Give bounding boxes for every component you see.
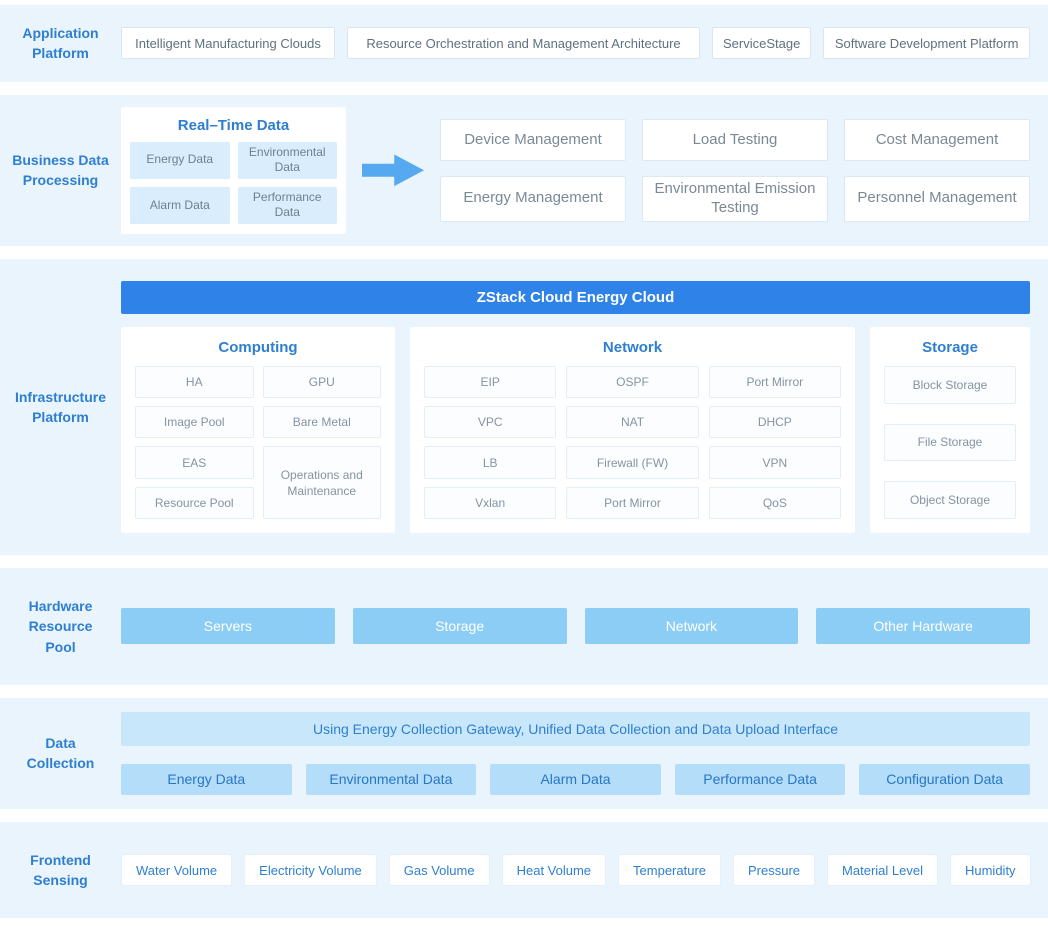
- network-item: Firewall (FW): [566, 446, 699, 479]
- network-item: OSPF: [566, 365, 699, 399]
- computing-item: Image Pool: [135, 406, 254, 439]
- storage-title: Storage: [922, 338, 978, 356]
- hardware-item: Servers: [121, 608, 335, 645]
- storage-item: Object Storage: [884, 481, 1016, 519]
- business-function-item: Cost Management: [844, 119, 1030, 162]
- network-item: EIP: [424, 365, 557, 399]
- infrastructure-platform-band: Infrastructure Platform ZStack Cloud Ene…: [0, 258, 1048, 555]
- sensing-item: Pressure: [733, 854, 816, 887]
- frontend-sensing-band: Frontend Sensing Water Volume Electricit…: [0, 821, 1048, 919]
- storage-item: File Storage: [884, 423, 1016, 462]
- realtime-data-title: Real–Time Data: [177, 116, 290, 134]
- data-collection-band: Data Collection Using Energy Collection …: [0, 697, 1048, 809]
- storage-item: Block Storage: [884, 365, 1016, 404]
- network-title: Network: [602, 338, 663, 356]
- realtime-data-item: Energy Data: [130, 141, 230, 179]
- realtime-data-item: Environmental Data: [237, 141, 337, 179]
- computing-title: Computing: [218, 338, 298, 356]
- collection-item: Energy Data: [121, 763, 292, 795]
- infrastructure-platform-label: Infrastructure Platform: [14, 388, 107, 425]
- sensing-item: Electricity Volume: [244, 854, 377, 887]
- network-item: Port Mirror: [566, 486, 699, 519]
- computing-item: EAS: [135, 446, 254, 479]
- flow-arrow-icon: [362, 154, 424, 187]
- computing-panel: Computing HA GPU Image Pool Bare Metal E…: [121, 326, 395, 533]
- application-items-row: Intelligent Manufacturing Clouds Resourc…: [121, 15, 1030, 72]
- collection-item: Performance Data: [674, 763, 846, 795]
- application-item: Resource Orchestration and Management Ar…: [347, 27, 700, 60]
- application-item: Intelligent Manufacturing Clouds: [121, 27, 335, 60]
- computing-item: Bare Metal: [262, 406, 381, 439]
- collection-item: Environmental Data: [305, 763, 477, 795]
- sensing-item: Heat Volume: [501, 854, 607, 887]
- network-item: QoS: [708, 486, 841, 519]
- computing-item: Resource Pool: [135, 486, 254, 519]
- network-item: LB: [424, 446, 557, 479]
- application-platform-band: Application Platform Intelligent Manufac…: [0, 5, 1048, 82]
- collection-gateway-banner: Using Energy Collection Gateway, Unified…: [121, 711, 1030, 746]
- application-item: Software Development Platform: [823, 27, 1030, 60]
- collection-item: Alarm Data: [490, 763, 661, 795]
- business-data-processing-label: Business Data Processing: [12, 151, 109, 189]
- application-item: ServiceStage: [712, 27, 812, 60]
- sensing-item: Water Volume: [121, 854, 233, 887]
- zstack-cloud-header: ZStack Cloud Energy Cloud: [121, 280, 1030, 314]
- computing-item: HA: [135, 365, 254, 399]
- business-function-item: Personnel Management: [844, 176, 1030, 222]
- network-panel: Network EIP OSPF Port Mirror VPC NAT DHC…: [410, 326, 855, 533]
- network-item: Port Mirror: [708, 365, 841, 399]
- computing-item: Operations and Maintenance: [262, 446, 381, 519]
- realtime-data-panel: Real–Time Data Energy Data Environmental…: [121, 106, 346, 234]
- sensing-item: Humidity: [949, 854, 1031, 887]
- sensing-item: Temperature: [618, 854, 722, 887]
- data-collection-label: Data Collection: [26, 735, 95, 772]
- network-item: NAT: [566, 406, 699, 439]
- sensing-item: Material Level: [827, 854, 938, 887]
- network-item: Vxlan: [424, 486, 557, 519]
- hardware-item: Network: [584, 608, 799, 645]
- sensing-item: Gas Volume: [388, 854, 490, 887]
- realtime-data-item: Alarm Data: [130, 186, 230, 224]
- business-function-item: Load Testing: [642, 119, 828, 162]
- network-item: VPN: [708, 446, 841, 479]
- frontend-sensing-label: Frontend Sensing: [30, 851, 91, 889]
- realtime-data-item: Performance Data: [237, 186, 337, 224]
- hardware-resource-pool-label: Hardware Resource Pool: [28, 597, 93, 655]
- business-functions-grid: Device Management Load Testing Cost Mana…: [440, 119, 1030, 222]
- network-item: DHCP: [708, 406, 841, 439]
- hardware-resource-pool-band: Hardware Resource Pool Servers Storage N…: [0, 567, 1048, 685]
- hardware-item: Storage: [352, 608, 567, 645]
- hardware-item: Other Hardware: [816, 608, 1030, 645]
- business-function-item: Energy Management: [440, 176, 626, 222]
- application-platform-label: Application Platform: [22, 25, 99, 62]
- collection-item: Configuration Data: [859, 763, 1030, 795]
- business-data-processing-band: Business Data Processing Real–Time Data …: [0, 94, 1048, 246]
- computing-item: GPU: [262, 365, 381, 399]
- network-item: VPC: [424, 406, 557, 439]
- business-function-item: Device Management: [440, 119, 626, 162]
- storage-panel: Storage Block Storage File Storage Objec…: [870, 326, 1030, 533]
- business-function-item: Environmental Emission Testing: [642, 176, 828, 222]
